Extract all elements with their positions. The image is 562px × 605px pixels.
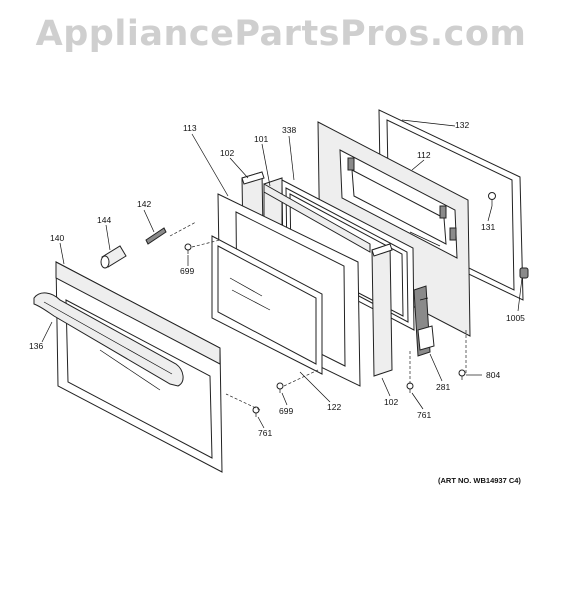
part-699-screw-top xyxy=(184,243,192,254)
part-112-inner-liner xyxy=(317,121,471,337)
callout-labels: 113 102 101 338 132 112 131 1005 142 144… xyxy=(29,120,525,438)
callout-101: 101 xyxy=(254,134,268,144)
callout-140: 140 xyxy=(50,233,64,243)
callout-338: 338 xyxy=(282,125,296,135)
callout-144: 144 xyxy=(97,215,111,225)
leader-lines xyxy=(41,119,523,429)
callout-112: 112 xyxy=(417,150,431,160)
part-136-handle xyxy=(33,292,184,387)
callout-761-bottom: 761 xyxy=(258,428,272,438)
callout-1005: 1005 xyxy=(506,313,525,323)
part-804-screw xyxy=(458,369,466,380)
callout-102-top: 102 xyxy=(220,148,234,158)
part-699-screw-bottom xyxy=(276,382,284,393)
part-131-screw xyxy=(488,192,496,206)
callout-761-right: 761 xyxy=(417,410,431,420)
part-144-end-cap xyxy=(100,245,127,269)
part-140-outer-door xyxy=(55,261,223,473)
callout-699-bottom: 699 xyxy=(279,406,293,416)
callout-113: 113 xyxy=(183,123,197,133)
part-122-window-glass xyxy=(211,235,323,375)
callout-804: 804 xyxy=(486,370,500,380)
part-1005-bumper xyxy=(519,267,529,279)
callout-281: 281 xyxy=(436,382,450,392)
callout-132: 132 xyxy=(455,120,469,130)
part-761-screw-right xyxy=(406,382,414,393)
callout-142: 142 xyxy=(137,199,151,209)
part-142-pin xyxy=(145,227,167,245)
part-102-right-block xyxy=(371,243,393,377)
callout-102-bottom: 102 xyxy=(384,397,398,407)
callout-131: 131 xyxy=(481,222,495,232)
watermark: AppliancePartsPros.com xyxy=(35,14,527,54)
part-761-screw-bottom xyxy=(252,406,260,417)
callout-122: 122 xyxy=(327,402,341,412)
callout-136: 136 xyxy=(29,341,43,351)
alignment-lines xyxy=(169,221,467,411)
callout-699-top: 699 xyxy=(180,266,194,276)
art-number: (ART NO. WB14937 C4) xyxy=(438,476,521,485)
part-281-hinge xyxy=(413,285,435,357)
